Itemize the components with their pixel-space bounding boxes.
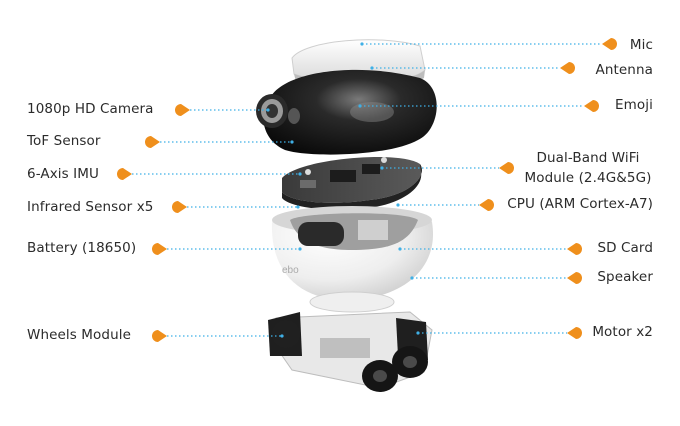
marker-speaker — [567, 272, 582, 284]
head-shell — [256, 69, 437, 155]
leader-lines — [132, 42, 602, 338]
leader-endpoint-emoji — [358, 104, 362, 108]
label-mic: Mic — [629, 37, 653, 53]
marker-infrared — [172, 201, 187, 213]
leader-endpoint-antenna — [370, 66, 374, 70]
marker-wheels — [152, 330, 167, 342]
label-emoji: Emoji — [615, 97, 653, 113]
label-antenna: Antenna — [595, 62, 653, 78]
marker-tof — [145, 136, 160, 148]
leader-endpoint-mic — [360, 42, 364, 46]
label-battery: Battery (18650) — [27, 240, 137, 256]
label-infrared: Infrared Sensor x5 — [27, 199, 154, 215]
marker-emoji — [584, 100, 599, 112]
leader-endpoint-imu — [298, 172, 302, 176]
leader-endpoint-wifi — [380, 166, 384, 170]
main-pcb — [282, 156, 422, 210]
label-imu: 6-Axis IMU — [27, 166, 99, 182]
label-tof-sensor: ToF Sensor — [27, 133, 101, 149]
marker-camera — [175, 104, 190, 116]
leader-endpoint-sdcard — [398, 247, 402, 251]
label-wifi-module: Dual-Band WiFi Module (2.4G&5G) — [524, 150, 652, 186]
marker-mic — [602, 38, 617, 50]
label-camera: 1080p HD Camera — [27, 101, 154, 117]
wheel-chassis — [268, 291, 433, 392]
label-cpu: CPU (ARM Cortex-A7) — [507, 196, 653, 212]
label-motor: Motor x2 — [592, 324, 653, 340]
marker-imu — [117, 168, 132, 180]
marker-battery — [152, 243, 167, 255]
body-sphere: ebo — [271, 206, 434, 301]
label-sd-card: SD Card — [597, 240, 653, 256]
leader-endpoint-motor — [416, 331, 420, 335]
brand-mark: ebo — [282, 265, 299, 276]
leader-endpoint-infrared — [296, 205, 300, 209]
leader-endpoint-wheels — [280, 334, 284, 338]
label-wheels: Wheels Module — [27, 327, 131, 343]
leader-markers — [117, 38, 617, 342]
marker-wifi — [499, 162, 514, 174]
leader-endpoint-speaker — [410, 276, 414, 280]
label-speaker: Speaker — [597, 269, 653, 285]
leader-endpoint-camera — [266, 108, 270, 112]
leader-endpoint-tof — [290, 140, 294, 144]
marker-sdcard — [567, 243, 582, 255]
marker-antenna — [560, 62, 575, 74]
marker-cpu — [479, 199, 494, 211]
leader-endpoint-cpu — [396, 203, 400, 207]
leader-endpoint-battery — [298, 247, 302, 251]
marker-motor — [567, 327, 582, 339]
